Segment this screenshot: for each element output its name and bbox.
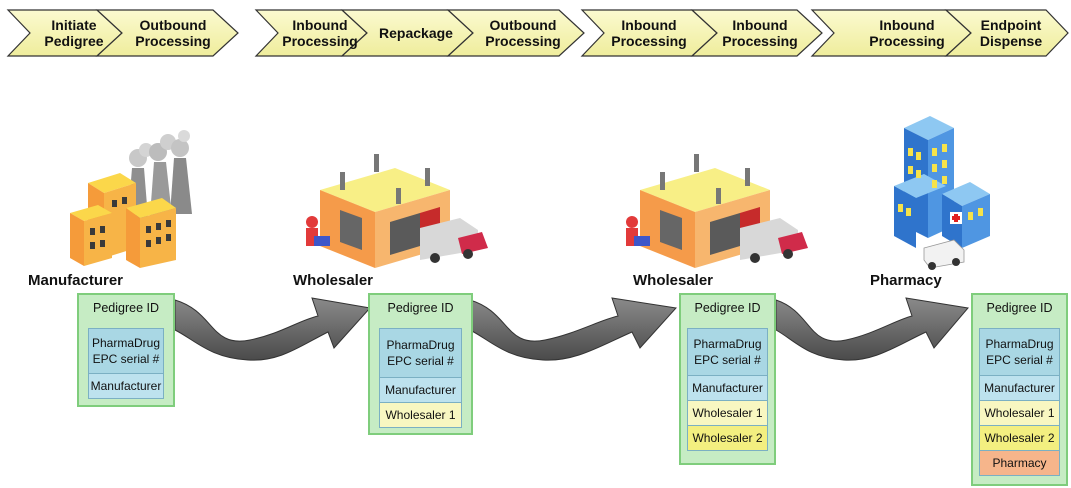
pedigree-row-drug: PharmaDrug EPC serial # <box>979 328 1060 376</box>
pedigree-card-manufacturer: Pedigree ID PharmaDrug EPC serial # Manu… <box>77 293 175 407</box>
pedigree-row-wholesaler-1: Wholesaler 1 <box>687 400 768 426</box>
pedigree-row-wholesaler-2: Wholesaler 2 <box>979 425 1060 451</box>
pedigree-id-label: Pedigree ID <box>387 301 454 315</box>
warehouse-icon <box>626 154 808 268</box>
step-label: Initiate Pedigree <box>44 17 104 49</box>
pedigree-row-pharmacy: Pharmacy <box>979 450 1060 476</box>
pedigree-row-drug: PharmaDrug EPC serial # <box>88 328 164 374</box>
pedigree-row-manufacturer: Manufacturer <box>379 377 462 403</box>
chevron-outbound-processing-1 <box>95 9 239 57</box>
pedigree-row-manufacturer: Manufacturer <box>979 375 1060 401</box>
pedigree-row-manufacturer: Manufacturer <box>88 373 164 399</box>
step-label: Inbound Processing <box>611 17 687 49</box>
pedigree-id-label: Pedigree ID <box>694 301 761 315</box>
transfer-arrow-1 <box>174 297 371 361</box>
step-label: Inbound Processing <box>282 17 358 49</box>
pedigree-row-drug: PharmaDrug EPC serial # <box>687 328 768 376</box>
process-chevrons <box>6 9 1069 57</box>
stage-name-wholesaler: Wholesaler <box>633 272 714 289</box>
stage-name-manufacturer: Manufacturer <box>28 272 124 289</box>
pedigree-id-label: Pedigree ID <box>986 301 1053 315</box>
step-label: Inbound Processing <box>869 17 945 49</box>
transfer-arrows <box>174 297 969 361</box>
pedigree-card-wholesaler-2: Pedigree ID PharmaDrug EPC serial # Manu… <box>679 293 776 465</box>
pedigree-id-label: Pedigree ID <box>92 301 159 315</box>
step-label: Repackage <box>379 25 453 41</box>
step-label: Endpoint Dispense <box>979 17 1043 49</box>
pedigree-row-manufacturer: Manufacturer <box>687 375 768 401</box>
stage-name-pharmacy: Pharmacy <box>870 272 942 289</box>
chevron-outbound-processing-2 <box>446 9 585 57</box>
pedigree-card-wholesaler-1: Pedigree ID PharmaDrug EPC serial # Manu… <box>368 293 473 435</box>
pedigree-row-wholesaler-1: Wholesaler 1 <box>379 402 462 428</box>
step-label: Outbound Processing <box>135 17 211 49</box>
pedigree-row-wholesaler-1: Wholesaler 1 <box>979 400 1060 426</box>
stage-name-wholesaler: Wholesaler <box>293 272 374 289</box>
factory-icon <box>70 130 192 268</box>
pharmacy-building-icon <box>894 116 990 270</box>
pedigree-card-pharmacy: Pedigree ID PharmaDrug EPC serial # Manu… <box>971 293 1068 486</box>
warehouse-icon <box>306 154 488 268</box>
transfer-arrow-2 <box>469 297 677 361</box>
step-label: Inbound Processing <box>722 17 798 49</box>
pedigree-row-drug: PharmaDrug EPC serial # <box>379 328 462 378</box>
chevron-inbound-processing-3 <box>690 9 823 57</box>
step-label: Outbound Processing <box>485 17 561 49</box>
chevron-endpoint-dispense <box>944 9 1069 57</box>
pedigree-row-wholesaler-2: Wholesaler 2 <box>687 425 768 451</box>
transfer-arrow-3 <box>775 297 969 361</box>
